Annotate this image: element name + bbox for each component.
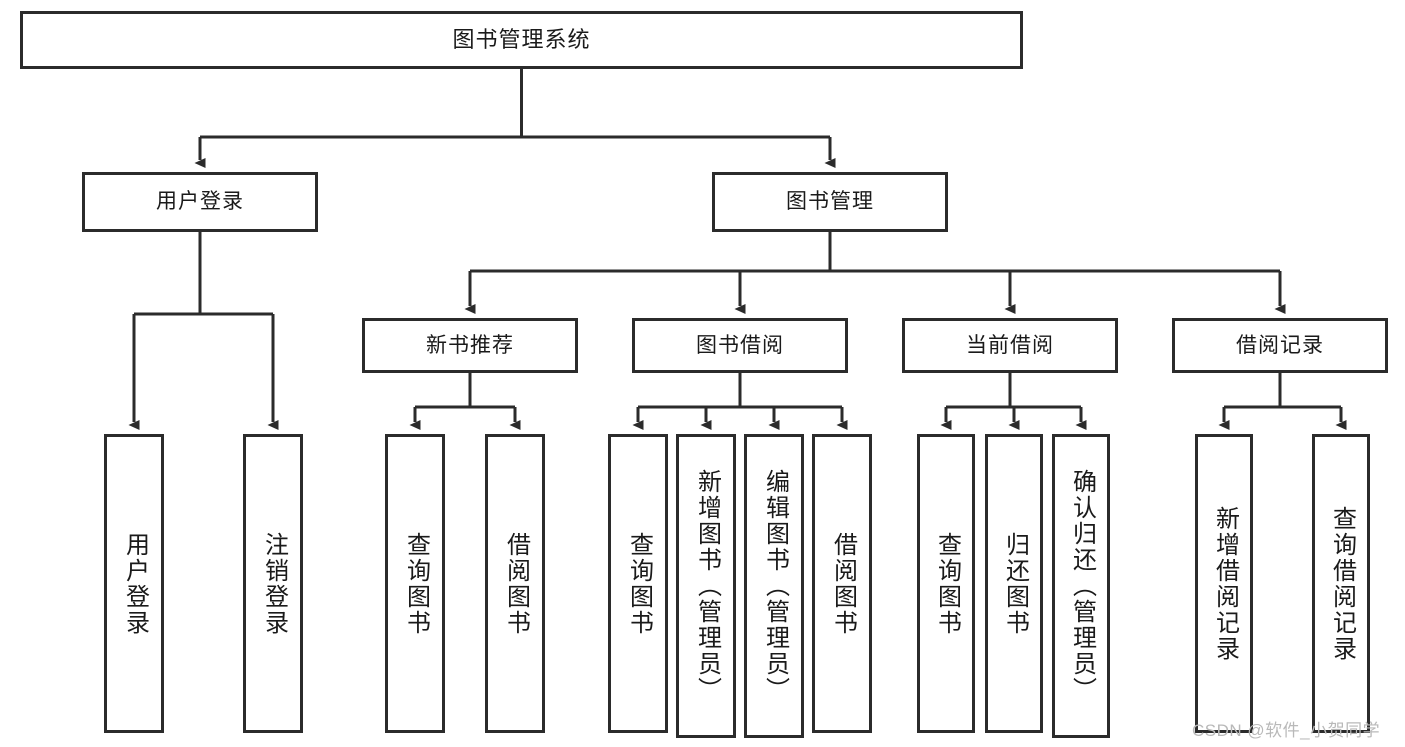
node-leaf-borrow-book-borrow[interactable]: 借阅图书 — [812, 434, 872, 733]
node-leaf-user-login[interactable]: 用户登录 — [104, 434, 164, 733]
edge-group-user-login — [128, 232, 279, 430]
node-leaf-add-borrow-record[interactable]: 新增借阅记录 — [1195, 434, 1253, 733]
node-book-borrow[interactable]: 图书借阅 — [632, 318, 848, 373]
node-leaf-query-book-current[interactable]: 查询图书 — [917, 434, 975, 733]
node-leaf-query-borrow-record[interactable]: 查询借阅记录 — [1312, 434, 1370, 733]
edge-group-root — [194, 69, 836, 168]
node-leaf-return-book[interactable]: 归还图书 — [985, 434, 1043, 733]
node-leaf-confirm-return-admin[interactable]: 确认归还（管理员） — [1052, 434, 1110, 738]
node-book-management-system[interactable]: 图书管理系统 — [20, 11, 1023, 69]
edge-group-current-borrow — [940, 373, 1087, 430]
csdn-watermark: CSDN @软件_小贺同学 — [1192, 721, 1381, 740]
node-leaf-logout-login[interactable]: 注销登录 — [243, 434, 303, 733]
node-leaf-borrow-book-recommend[interactable]: 借阅图书 — [485, 434, 545, 733]
node-leaf-add-book-admin[interactable]: 新增图书（管理员） — [676, 434, 736, 738]
node-leaf-query-book-borrow[interactable]: 查询图书 — [608, 434, 668, 733]
edge-group-book-manage — [464, 232, 1286, 314]
edge-group-new-book-recommend — [409, 373, 521, 430]
node-new-book-recommend[interactable]: 新书推荐 — [362, 318, 578, 373]
node-current-borrow[interactable]: 当前借阅 — [902, 318, 1118, 373]
node-user-login[interactable]: 用户登录 — [82, 172, 318, 232]
edge-group-book-borrow — [632, 373, 848, 430]
node-book-manage[interactable]: 图书管理 — [712, 172, 948, 232]
node-borrow-record[interactable]: 借阅记录 — [1172, 318, 1388, 373]
node-leaf-query-book-recommend[interactable]: 查询图书 — [385, 434, 445, 733]
edge-group-borrow-record — [1218, 373, 1347, 430]
node-leaf-edit-book-admin[interactable]: 编辑图书（管理员） — [744, 434, 804, 738]
